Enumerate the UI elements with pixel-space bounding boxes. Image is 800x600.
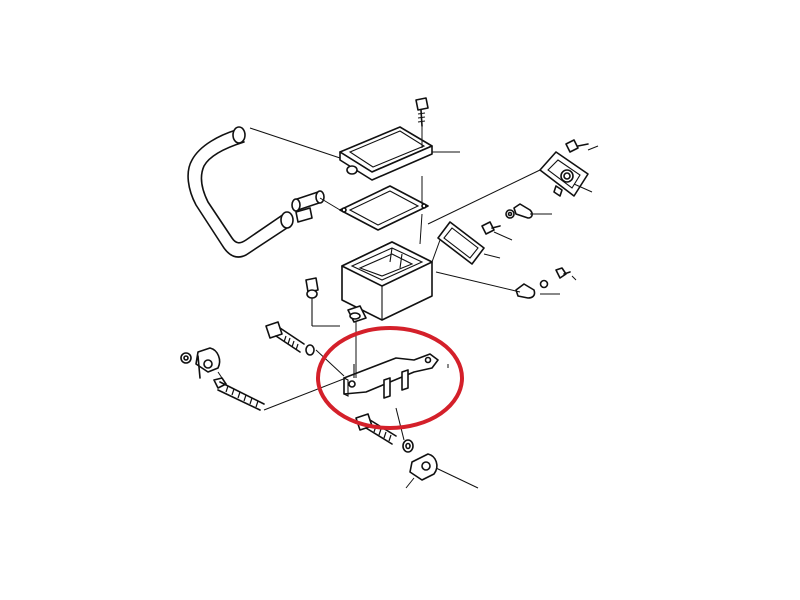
washer-upper xyxy=(305,344,315,356)
mounting-bolt-upper xyxy=(265,321,305,353)
leader-lines xyxy=(217,126,599,489)
top-bolt xyxy=(415,97,429,127)
washer-lower-right xyxy=(539,279,549,289)
small-screw-upper xyxy=(565,139,589,153)
drain-fitting xyxy=(305,277,319,326)
highlight-ellipse xyxy=(316,326,464,430)
side-plate-washer xyxy=(505,209,515,219)
clamp-upper-left xyxy=(195,347,221,379)
hose-fitting xyxy=(291,190,325,223)
reservoir-housing xyxy=(341,241,433,323)
side-plate-bolt xyxy=(481,221,501,235)
reservoir-cover xyxy=(339,126,433,181)
clamp-lower xyxy=(409,453,438,481)
washer-lower xyxy=(402,439,414,453)
nut-left xyxy=(180,352,192,364)
side-gasket xyxy=(437,221,485,265)
threaded-stud xyxy=(213,377,265,411)
small-screw-lower xyxy=(555,267,571,279)
coolant-hose xyxy=(187,126,294,258)
clip-upper xyxy=(513,203,533,219)
mounting-bracket xyxy=(343,353,439,399)
side-cover-plate xyxy=(539,151,589,197)
clip-lower xyxy=(515,283,536,299)
cover-gasket xyxy=(339,185,429,231)
